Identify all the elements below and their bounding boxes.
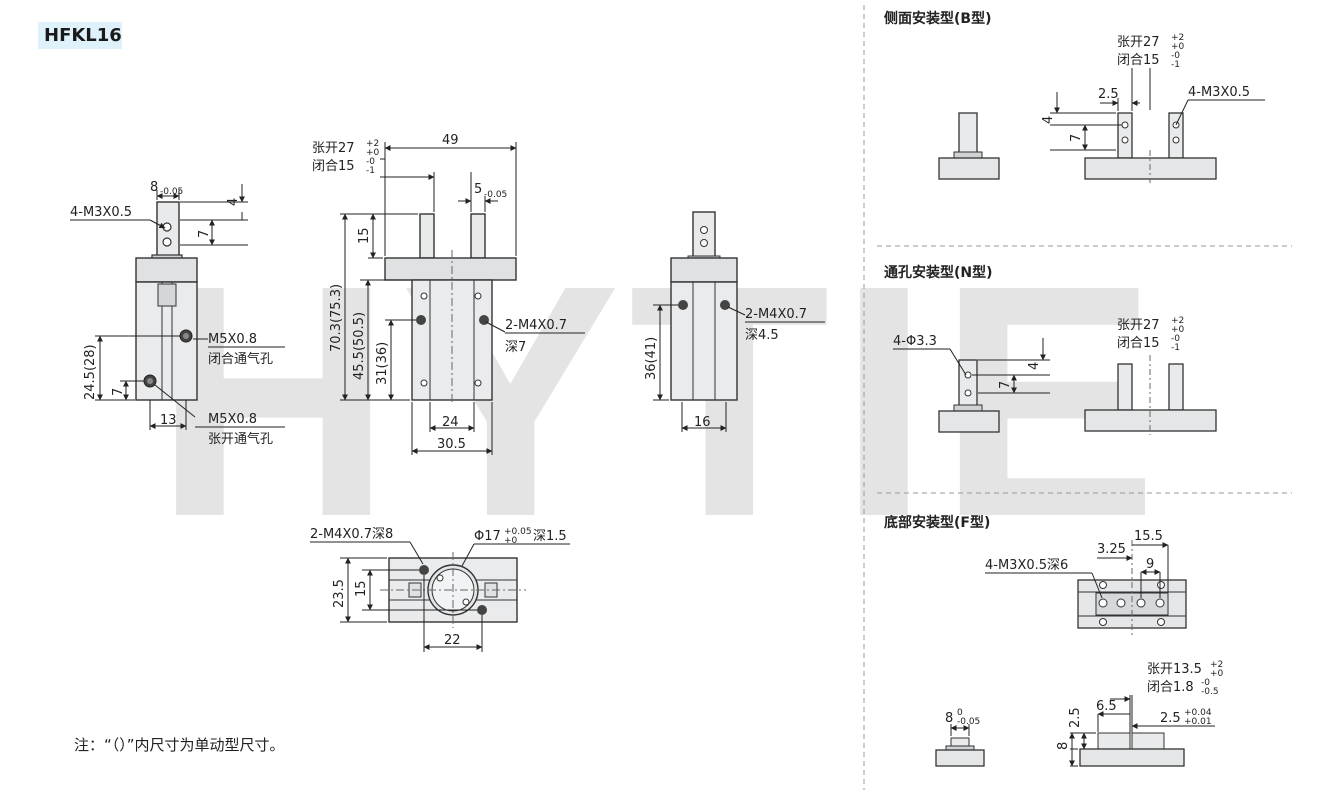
dim-bottom-w22: 22 xyxy=(444,633,461,648)
dim-f-w25-tol-up: +0.04 xyxy=(1184,708,1212,718)
separator-lines xyxy=(863,5,1292,790)
section-title-through-hole: 通孔安装型(N型) xyxy=(884,265,993,281)
label-n-close-tol-up: -0 xyxy=(1171,334,1180,344)
label-n-open: 张开27 xyxy=(1117,318,1160,333)
label-side-port2-desc: 张开通气孔 xyxy=(208,431,273,447)
dim-front-h70: 70.3(75.3) xyxy=(329,284,344,352)
label-f-open-tol-up: +2 xyxy=(1210,660,1223,670)
label-right-thread: 2-M4X0.7 xyxy=(745,307,807,322)
label-n-hole: 4-Φ3.3 xyxy=(893,334,937,349)
label-f-open: 张开13.5 xyxy=(1147,662,1202,677)
label-side-port1: M5X0.8 xyxy=(208,332,257,347)
right-view: 2-M4X0.7 深4.5 36(41) 16 xyxy=(644,211,825,432)
label-bottom-bore: Φ17 xyxy=(474,529,501,544)
bottom-view: 2-M4X0.7深8 Φ17 +0.05 +0 深1.5 23.5 15 22 xyxy=(310,527,570,652)
dim-right-h36: 36(41) xyxy=(644,337,659,380)
dim-f-h8: 8 xyxy=(1056,742,1071,750)
dim-f-w8-tol-low: -0.05 xyxy=(957,717,980,727)
label-bottom-bore-depth: 深1.5 xyxy=(533,529,567,544)
label-f-thread: 4-M3X0.5深6 xyxy=(985,558,1068,573)
section-title-side-mount: 侧面安装型(B型) xyxy=(884,11,992,27)
dim-side-h7b: 7 xyxy=(111,388,126,396)
label-side-thread: 4-M3X0.5 xyxy=(70,205,132,220)
dim-side-h7: 7 xyxy=(197,230,212,238)
label-front-open-tol-low: +0 xyxy=(366,148,380,158)
front-view: 49 张开27 +2 +0 闭合15 -0 -1 5 -0.05 15 70.3… xyxy=(312,133,585,455)
label-right-depth: 深4.5 xyxy=(745,328,779,343)
dim-side-w13: 13 xyxy=(160,413,177,428)
dim-bottom-h23: 23.5 xyxy=(332,579,347,608)
label-n-close: 闭合15 xyxy=(1117,336,1160,351)
label-front-close: 闭合15 xyxy=(312,159,355,174)
dim-front-h15: 15 xyxy=(357,227,372,244)
label-side-port2: M5X0.8 xyxy=(208,412,257,427)
dim-side-top-width-tol: -0.05 xyxy=(160,187,183,197)
label-b-open: 张开27 xyxy=(1117,35,1160,50)
dim-f-w8-tol-up: 0 xyxy=(957,708,963,718)
label-n-open-tol-up: +2 xyxy=(1171,316,1184,326)
note: 注：“（）”内尺寸为单动型尺寸。 xyxy=(74,736,285,754)
b-type-view: 张开27 +2 +0 闭合15 -0 -1 2.5 4-M3X0.5 4 7 xyxy=(938,33,1265,183)
dim-f-w155: 15.5 xyxy=(1134,529,1163,544)
dim-front-w49: 49 xyxy=(442,133,459,148)
label-bottom-bore-tol-low: +0 xyxy=(504,536,518,546)
label-bottom-thread: 2-M4X0.7深8 xyxy=(310,527,393,542)
label-side-port1-desc: 闭合通气孔 xyxy=(208,351,273,367)
label-b-close-tol-up: -0 xyxy=(1171,51,1180,61)
dim-side-top-width: 8 xyxy=(150,180,158,195)
dim-f-h25: 2.5 xyxy=(1068,707,1083,728)
n-type-view: 4-Φ3.3 4 7 张开27 +2 +0 闭合15 -0 -1 xyxy=(893,316,1217,435)
dim-f-w25: 2.5 xyxy=(1160,711,1181,726)
label-front-close-tol-up: -0 xyxy=(366,157,375,167)
dim-b-w25: 2.5 xyxy=(1098,87,1119,102)
dim-front-h45: 45.5(50.5) xyxy=(352,312,367,380)
dim-front-w30: 30.5 xyxy=(437,437,466,452)
label-f-open-tol-low: +0 xyxy=(1210,669,1224,679)
side-view: 8 -0.05 4-M3X0.5 4 7 M5X0.8 闭合通气孔 M5X0.8… xyxy=(70,180,285,447)
dim-side-h4: 4 xyxy=(226,198,241,206)
dim-front-w5-tol: -0.05 xyxy=(484,190,507,200)
label-b-open-tol-up: +2 xyxy=(1171,33,1184,43)
dim-n-h4: 4 xyxy=(1027,362,1042,370)
label-b-open-tol-low: +0 xyxy=(1171,42,1185,52)
dim-b-h7: 7 xyxy=(1069,134,1084,142)
dim-b-h4: 4 xyxy=(1041,116,1056,124)
dim-side-h24: 24.5(28) xyxy=(83,344,98,400)
label-front-close-tol-low: -1 xyxy=(366,166,375,176)
label-front-depth: 深7 xyxy=(505,340,526,355)
dim-bottom-h15: 15 xyxy=(354,580,369,597)
label-f-close: 闭合1.8 xyxy=(1147,680,1194,695)
label-b-close: 闭合15 xyxy=(1117,53,1160,68)
dim-front-w5: 5 xyxy=(474,182,482,197)
dim-n-h7: 7 xyxy=(998,381,1013,389)
dim-f-w65: 6.5 xyxy=(1096,699,1117,714)
f-type-view: 15.5 3.25 9 4-M3X0.5深6 张开13.5 +2 +0 闭合1.… xyxy=(935,529,1224,767)
label-b-thread: 4-M3X0.5 xyxy=(1188,85,1250,100)
label-front-open-tol-up: +2 xyxy=(366,139,379,149)
label-f-close-tol-low: -0.5 xyxy=(1201,687,1219,697)
label-f-close-tol-up: -0 xyxy=(1201,678,1210,688)
dim-f-w9: 9 xyxy=(1146,557,1154,572)
label-front-open: 张开27 xyxy=(312,141,355,156)
label-bottom-bore-tol: +0.05 xyxy=(504,527,532,537)
dim-f-w325: 3.25 xyxy=(1097,542,1126,557)
label-b-close-tol-low: -1 xyxy=(1171,60,1180,70)
model-tag: HFKL16 xyxy=(38,22,122,49)
dim-front-w24: 24 xyxy=(442,415,459,430)
dim-right-w16: 16 xyxy=(694,415,711,430)
section-title-bottom-mount: 底部安装型(F型) xyxy=(884,515,991,531)
dim-front-h31: 31(36) xyxy=(375,342,390,385)
dim-f-w8: 8 xyxy=(945,711,953,726)
dim-f-w25-tol-low: +0.01 xyxy=(1184,717,1212,727)
label-n-open-tol-low: +0 xyxy=(1171,325,1185,335)
label-front-thread: 2-M4X0.7 xyxy=(505,318,567,333)
label-n-close-tol-low: -1 xyxy=(1171,343,1180,353)
